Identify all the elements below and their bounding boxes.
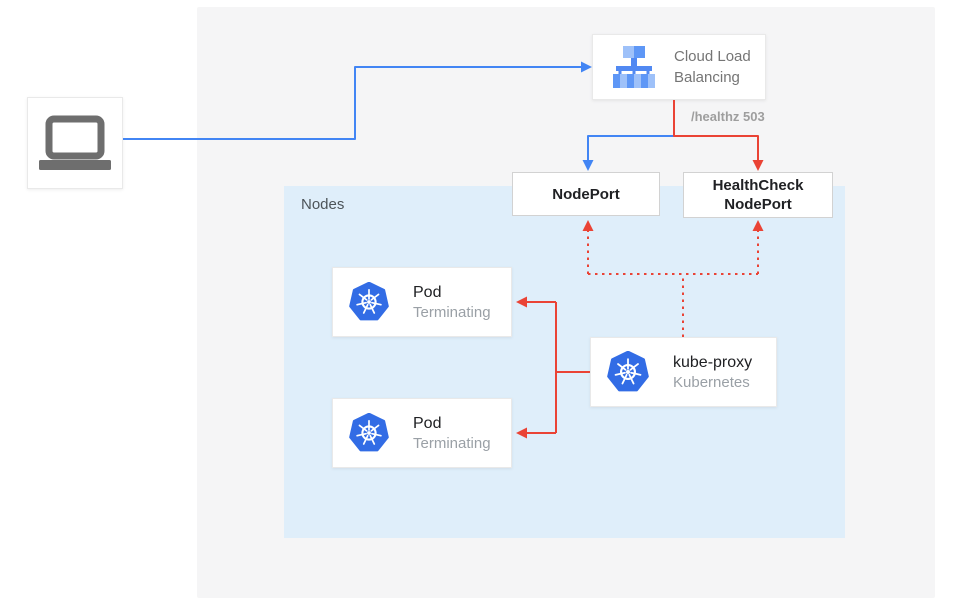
healthcheck-nodeport-node: HealthCheck NodePort bbox=[683, 172, 833, 218]
pod-1-title: Pod bbox=[413, 283, 442, 301]
client-node bbox=[27, 97, 123, 189]
pod-2-node: Pod Terminating bbox=[332, 398, 512, 468]
pod-2-title: Pod bbox=[413, 414, 442, 432]
kube-proxy-subtitle: Kubernetes bbox=[673, 373, 750, 391]
kube-proxy-title: kube-proxy bbox=[673, 353, 753, 371]
laptop-icon bbox=[39, 115, 111, 170]
cloud-load-balancing-icon bbox=[613, 46, 655, 88]
cloud-load-balancing-label: Cloud Load Balancing bbox=[674, 48, 751, 86]
pod-1-node: Pod Terminating bbox=[332, 267, 512, 337]
pod-1-status: Terminating bbox=[413, 303, 491, 321]
kubernetes-icon bbox=[607, 351, 649, 392]
nodeport-node: NodePort bbox=[512, 172, 660, 216]
healthz-503-label: /healthz 503 bbox=[691, 109, 765, 124]
cloud-load-balancing-node: Cloud Load Balancing bbox=[592, 34, 766, 100]
nodes-panel-label: Nodes bbox=[301, 196, 345, 213]
nodeport-label: NodePort bbox=[552, 185, 620, 203]
pod-2-status: Terminating bbox=[413, 434, 491, 452]
kubernetes-icon bbox=[349, 282, 389, 321]
healthcheck-nodeport-label: HealthCheck NodePort bbox=[712, 177, 804, 213]
kube-proxy-node: kube-proxy Kubernetes bbox=[590, 337, 777, 407]
kubernetes-icon bbox=[349, 413, 389, 452]
